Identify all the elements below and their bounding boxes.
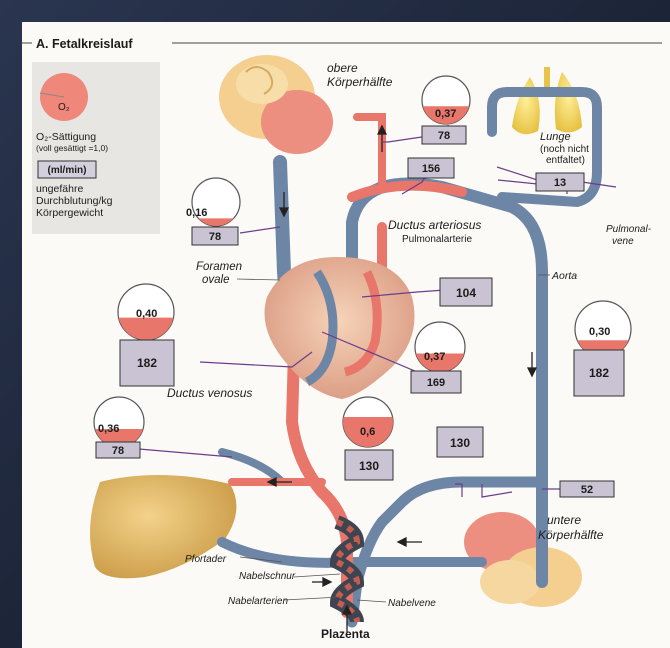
label-lung-note-2: entfaltet) xyxy=(546,155,585,166)
label-ductus-venosus: Ductus venosus xyxy=(167,386,252,400)
saturation-dial-liver xyxy=(94,397,144,447)
label-lung: Lunge xyxy=(540,131,571,143)
label-foramen-1: Foramen xyxy=(196,261,242,273)
legend-flow-desc-3: Körpergewicht xyxy=(36,207,103,219)
saturation-value-pulmonary-trunk: 0,37 xyxy=(424,351,445,363)
label-pulmonary-vein-1: Pulmonal- xyxy=(606,224,652,235)
heart-organ xyxy=(265,257,415,399)
label-umbilical-vein: Nabelvene xyxy=(388,598,436,609)
flow-box-lower-body: 52 xyxy=(560,481,614,497)
saturation-dial-umbilical xyxy=(343,397,393,447)
svg-text:182: 182 xyxy=(589,366,609,380)
flow-box-umbilical-vein: 130 xyxy=(345,450,393,480)
flow-box-svc: 78 xyxy=(192,227,238,245)
label-portal-vein: Pfortader xyxy=(185,554,227,565)
label-umbilical-cord: Nabelschnur xyxy=(239,571,296,582)
svg-text:13: 13 xyxy=(554,177,566,189)
saturation-dial-pulmonary-trunk xyxy=(415,322,465,372)
label-umbilical-arteries: Nabelarterien xyxy=(228,596,288,607)
label-pulmonary-artery: Pulmonalarterie xyxy=(402,234,472,245)
svg-text:182: 182 xyxy=(137,356,157,370)
legend-flow-unit: (ml/min) xyxy=(48,165,87,176)
diagram-title: A. Fetalkreislauf xyxy=(36,37,133,51)
svg-text:78: 78 xyxy=(438,130,450,142)
fetal-circulation-diagram: A. Fetalkreislauf O₂ O₂-Sättigung (voll … xyxy=(22,22,670,648)
svg-text:52: 52 xyxy=(581,484,593,496)
flow-box-upper-body: 78 xyxy=(422,126,466,144)
label-placenta: Plazenta xyxy=(321,627,370,641)
legend-flow-desc-1: ungefähre xyxy=(36,183,83,195)
flow-box-right-ventricle: 169 xyxy=(411,371,461,393)
label-aorta: Aorta xyxy=(551,270,577,282)
dial-saturation-fill xyxy=(198,218,233,226)
svg-text:130: 130 xyxy=(359,459,379,473)
svg-text:169: 169 xyxy=(427,377,445,389)
svg-text:78: 78 xyxy=(209,231,221,243)
svg-text:104: 104 xyxy=(456,286,476,300)
label-lower-body-1: untere xyxy=(547,513,581,527)
saturation-value-svc: 0,16 xyxy=(186,207,207,219)
flow-box-left-heart: 104 xyxy=(440,278,492,306)
saturation-value-liver: 0,36 xyxy=(98,423,119,435)
saturation-value-umbilical: 0,6 xyxy=(360,426,375,438)
svg-text:130: 130 xyxy=(450,436,470,450)
flow-box-descending-aorta: 182 xyxy=(574,350,624,396)
saturation-value-upper-body: 0,37 xyxy=(435,108,456,120)
lung-organ xyxy=(512,67,582,134)
svg-text:156: 156 xyxy=(422,163,440,175)
svg-text:78: 78 xyxy=(112,445,124,457)
label-lower-body-2: Körperhälfte xyxy=(538,528,604,542)
dial-saturation-fill xyxy=(119,318,174,340)
legend-saturation-note: (voll gesättigt =1,0) xyxy=(36,143,108,153)
upper-body-organ xyxy=(219,55,333,154)
flow-box-liver: 78 xyxy=(96,442,140,458)
label-lung-note-1: (noch nicht xyxy=(540,144,589,155)
label-upper-body-2: Körperhälfte xyxy=(327,75,393,89)
diagram-page: A. Fetalkreislauf O₂ O₂-Sättigung (voll … xyxy=(22,22,670,648)
legend-saturation-label: O₂-Sättigung xyxy=(36,131,96,143)
flow-box-umbilical-arteries: 130 xyxy=(437,427,483,457)
label-upper-body-1: obere xyxy=(327,61,358,75)
flow-box-lung: 13 xyxy=(536,173,584,191)
svg-text:O₂: O₂ xyxy=(58,102,70,113)
flow-box-ivc-heart: 182 xyxy=(120,340,174,386)
label-pulmonary-vein-2: vene xyxy=(612,236,634,247)
flow-box-ductus: 156 xyxy=(408,158,454,178)
saturation-value-descending-aorta: 0,30 xyxy=(589,326,610,338)
saturation-value-ivc-heart: 0,40 xyxy=(136,308,157,320)
legend-o2-dial: O₂ xyxy=(40,73,88,121)
label-ductus-arteriosus: Ductus arteriosus xyxy=(388,218,481,232)
legend-flow-desc-2: Durchblutung/kg xyxy=(36,195,113,207)
label-foramen-2: ovale xyxy=(202,274,230,286)
